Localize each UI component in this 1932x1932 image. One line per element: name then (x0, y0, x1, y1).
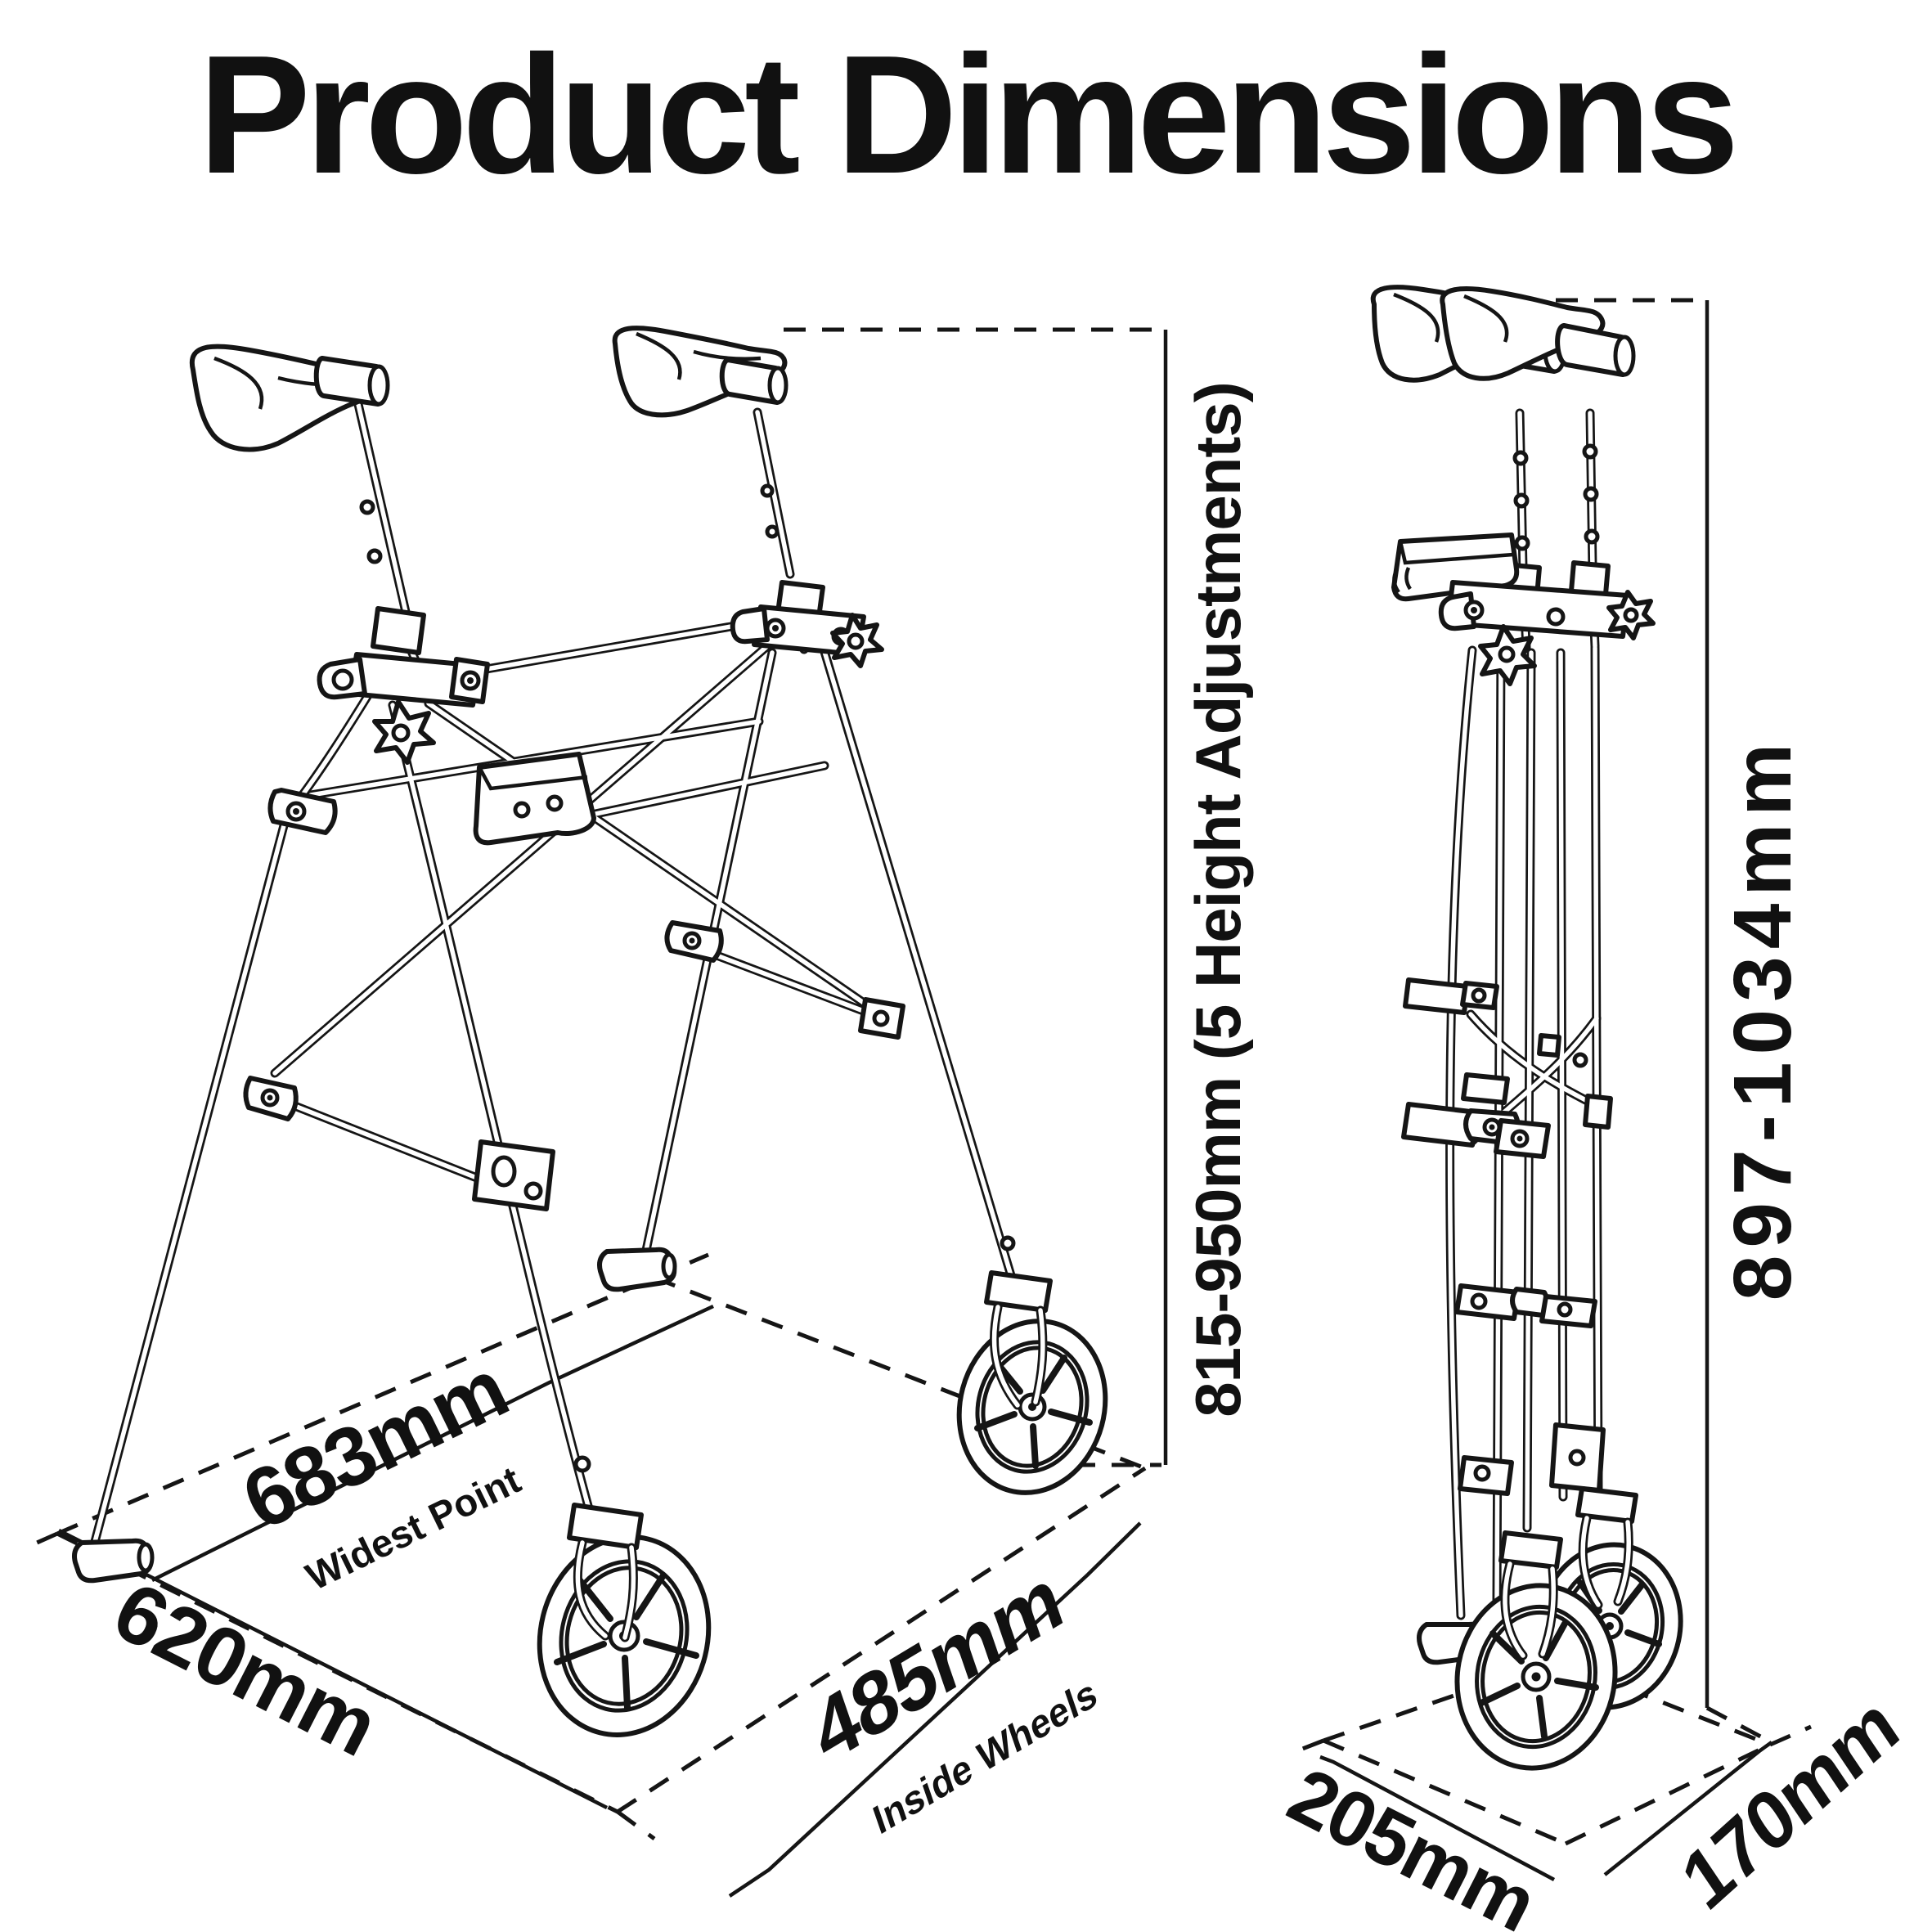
folded-dimension-lines (1293, 298, 1813, 1881)
page-title: Product Dimensions (198, 20, 1739, 209)
dim-label-folded-height: 897-1034mm (1717, 735, 1808, 1301)
walker-folded-illustration (1370, 285, 1683, 1771)
walker-unfolded-illustration (72, 326, 1108, 1737)
dim-label-unfolded-height: 815-950mm (5 Height Adjustments) (1182, 382, 1254, 1418)
